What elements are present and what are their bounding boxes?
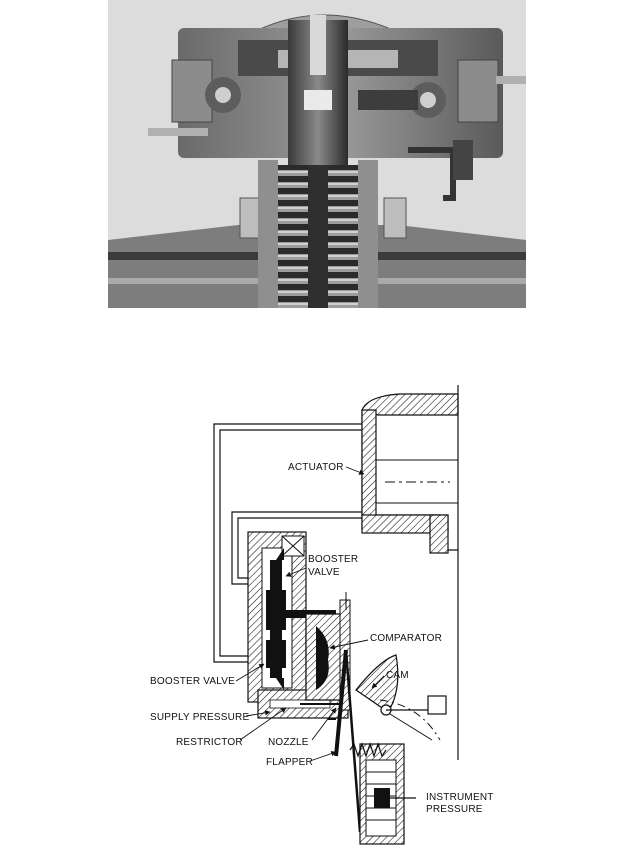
label-actuator: ACTUATOR — [288, 462, 344, 473]
label-flapper: FLAPPER — [266, 757, 313, 768]
label-booster-valve-top-1: BOOSTER — [308, 554, 358, 565]
label-supply-pressure: SUPPLY PRESSURE — [150, 712, 249, 723]
label-nozzle: NOZZLE — [268, 737, 309, 748]
label-comparator: COMPARATOR — [370, 633, 442, 644]
label-booster-valve-top-2: VALVE — [308, 567, 340, 578]
label-instrument-pressure-2: PRESSURE — [426, 804, 483, 815]
label-instrument-pressure-1: INSTRUMENT — [426, 792, 494, 803]
label-restrictor: RESTRICTOR — [176, 737, 243, 748]
label-booster-valve-left: BOOSTER VALVE — [150, 676, 235, 687]
label-cam: CAM — [386, 670, 409, 681]
cam — [356, 655, 446, 740]
comparator — [306, 614, 344, 700]
instrument-pressure-bellows — [360, 744, 416, 844]
